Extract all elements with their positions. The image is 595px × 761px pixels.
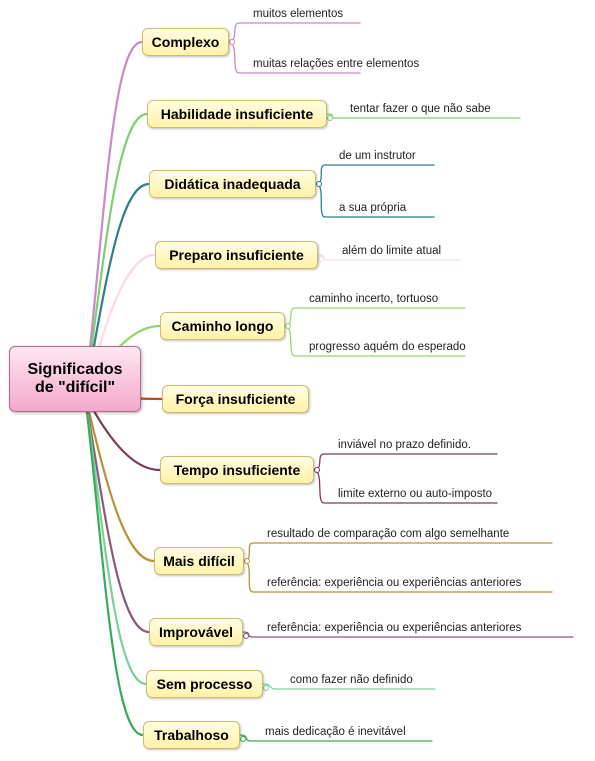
topic-label: Tempo insuficiente	[173, 462, 301, 478]
branch-connector	[83, 393, 151, 634]
leaf-connector	[262, 683, 436, 690]
topic-label: Caminho longo	[171, 318, 274, 334]
collapse-toggle-icon[interactable]	[314, 467, 320, 473]
collapse-toggle-icon[interactable]	[244, 558, 250, 564]
topic-label: Trabalhoso	[154, 727, 229, 743]
subtopic-label[interactable]: referência: experiência ou experiências …	[267, 577, 522, 589]
subtopic-label[interactable]: mais dedicação é inevitável	[265, 726, 406, 738]
topic-label: Didática inadequada	[164, 176, 301, 192]
topic-node[interactable]: Preparo insuficiente	[155, 241, 318, 269]
leaf-connector	[228, 22, 361, 43]
subtopic-label[interactable]: limite externo ou auto-imposto	[338, 488, 493, 500]
subtopic-label[interactable]: tentar fazer o que não sabe	[350, 103, 491, 115]
branch-connector	[83, 393, 156, 563]
topic-node[interactable]: Habilidade insuficiente	[147, 100, 327, 128]
topic-node[interactable]: Trabalhoso	[143, 721, 240, 749]
collapse-toggle-icon[interactable]	[318, 256, 324, 262]
topic-node[interactable]: Improvável	[149, 618, 243, 646]
root-node[interactable]: Significados de "difícil"	[9, 346, 141, 412]
topic-label: Sem processo	[156, 676, 253, 692]
subtopic-label[interactable]: de um instrutor	[339, 150, 416, 162]
topic-node[interactable]: Didática inadequada	[149, 170, 316, 198]
topic-node[interactable]: Força insuficiente	[162, 385, 309, 413]
subtopic-label[interactable]: a sua própria	[339, 202, 407, 214]
subtopic-label[interactable]: muitos elementos	[253, 8, 344, 20]
collapse-toggle-icon[interactable]	[243, 633, 249, 639]
leaf-connector	[284, 307, 466, 327]
branch-connector	[83, 40, 144, 397]
root-line-1: Significados	[27, 361, 123, 378]
leaf-connector	[317, 254, 461, 261]
leaf-connector	[315, 164, 435, 185]
leaf-connector	[313, 453, 498, 471]
branch-connector	[83, 393, 145, 737]
subtopic-label[interactable]: progresso aquém do esperado	[309, 341, 466, 353]
subtopic-label[interactable]: como fazer não definido	[290, 674, 413, 686]
collapse-toggle-icon[interactable]	[316, 181, 322, 187]
topic-node[interactable]: Caminho longo	[160, 312, 285, 340]
leaf-connector	[239, 734, 433, 742]
topic-label: Habilidade insuficiente	[160, 106, 314, 122]
topic-node[interactable]: Tempo insuficiente	[160, 456, 314, 484]
collapse-toggle-icon[interactable]	[285, 323, 291, 329]
topic-node[interactable]: Sem processo	[146, 670, 263, 698]
collapse-toggle-icon[interactable]	[229, 39, 235, 45]
topic-label: Complexo	[151, 34, 220, 50]
subtopic-label[interactable]: além do limite atual	[342, 245, 442, 257]
topic-label: Preparo insuficiente	[169, 247, 304, 263]
branch-connector	[83, 393, 148, 686]
root-line-2: de "difícil"	[34, 379, 116, 396]
subtopic-label[interactable]: referência: experiência ou experiências …	[267, 622, 522, 634]
subtopic-label[interactable]: muitas relações entre elementos	[253, 58, 420, 70]
leaf-connector	[242, 631, 574, 638]
branch-connector	[83, 112, 149, 397]
collapse-toggle-icon[interactable]	[240, 736, 246, 742]
topic-node[interactable]: Complexo	[142, 28, 229, 56]
collapse-toggle-icon[interactable]	[327, 115, 333, 121]
topic-label: Improvável	[159, 624, 233, 640]
topic-label: Mais difícil	[163, 553, 235, 569]
topic-label: Força insuficiente	[175, 391, 296, 407]
leaf-connector	[243, 542, 553, 562]
collapse-toggle-icon[interactable]	[263, 685, 269, 691]
subtopic-label[interactable]: resultado de comparação com algo semelha…	[267, 528, 510, 540]
topic-node[interactable]: Mais difícil	[154, 547, 244, 575]
subtopic-label[interactable]: caminho incerto, tortuoso	[309, 293, 439, 305]
subtopic-label[interactable]: inviável no prazo definido.	[338, 439, 471, 451]
